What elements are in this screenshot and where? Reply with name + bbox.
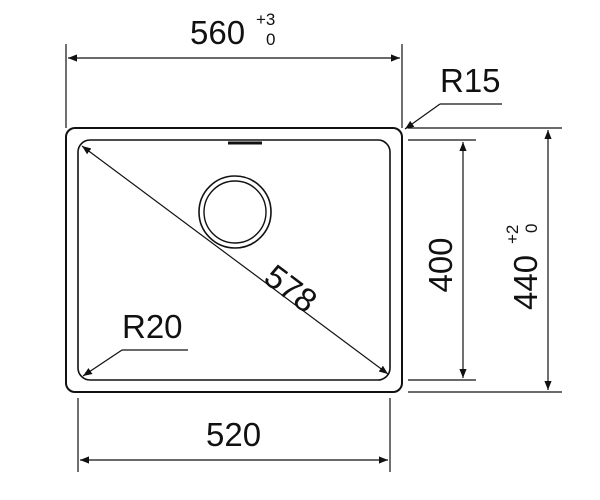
outer-radius-label: R15 bbox=[440, 62, 501, 99]
inner-radius-label: R20 bbox=[122, 308, 183, 345]
drain-inner-ring bbox=[203, 180, 267, 244]
inner-radius-leader-arrow bbox=[82, 349, 123, 377]
overall-width-tol-lower: 0 bbox=[266, 30, 275, 49]
sink-outer-rim bbox=[65, 127, 403, 393]
drain-outer-ring bbox=[198, 175, 272, 249]
overall-width-value: 560 bbox=[190, 14, 245, 51]
overall-depth-value: 440 bbox=[507, 255, 544, 310]
overall-depth-tol-lower: 0 bbox=[522, 224, 541, 233]
dimension-line-diagonal bbox=[81, 145, 389, 375]
overall-width-tol-upper: +3 bbox=[256, 10, 275, 29]
bowl-depth-value: 400 bbox=[422, 237, 459, 292]
bowl-width-value: 520 bbox=[206, 416, 261, 453]
overall-depth-tol-upper: +2 bbox=[503, 225, 522, 244]
outer-radius-leader-arrow bbox=[404, 103, 441, 130]
sink-inner-bowl bbox=[77, 139, 391, 381]
diagonal-value: 578 bbox=[258, 257, 324, 320]
